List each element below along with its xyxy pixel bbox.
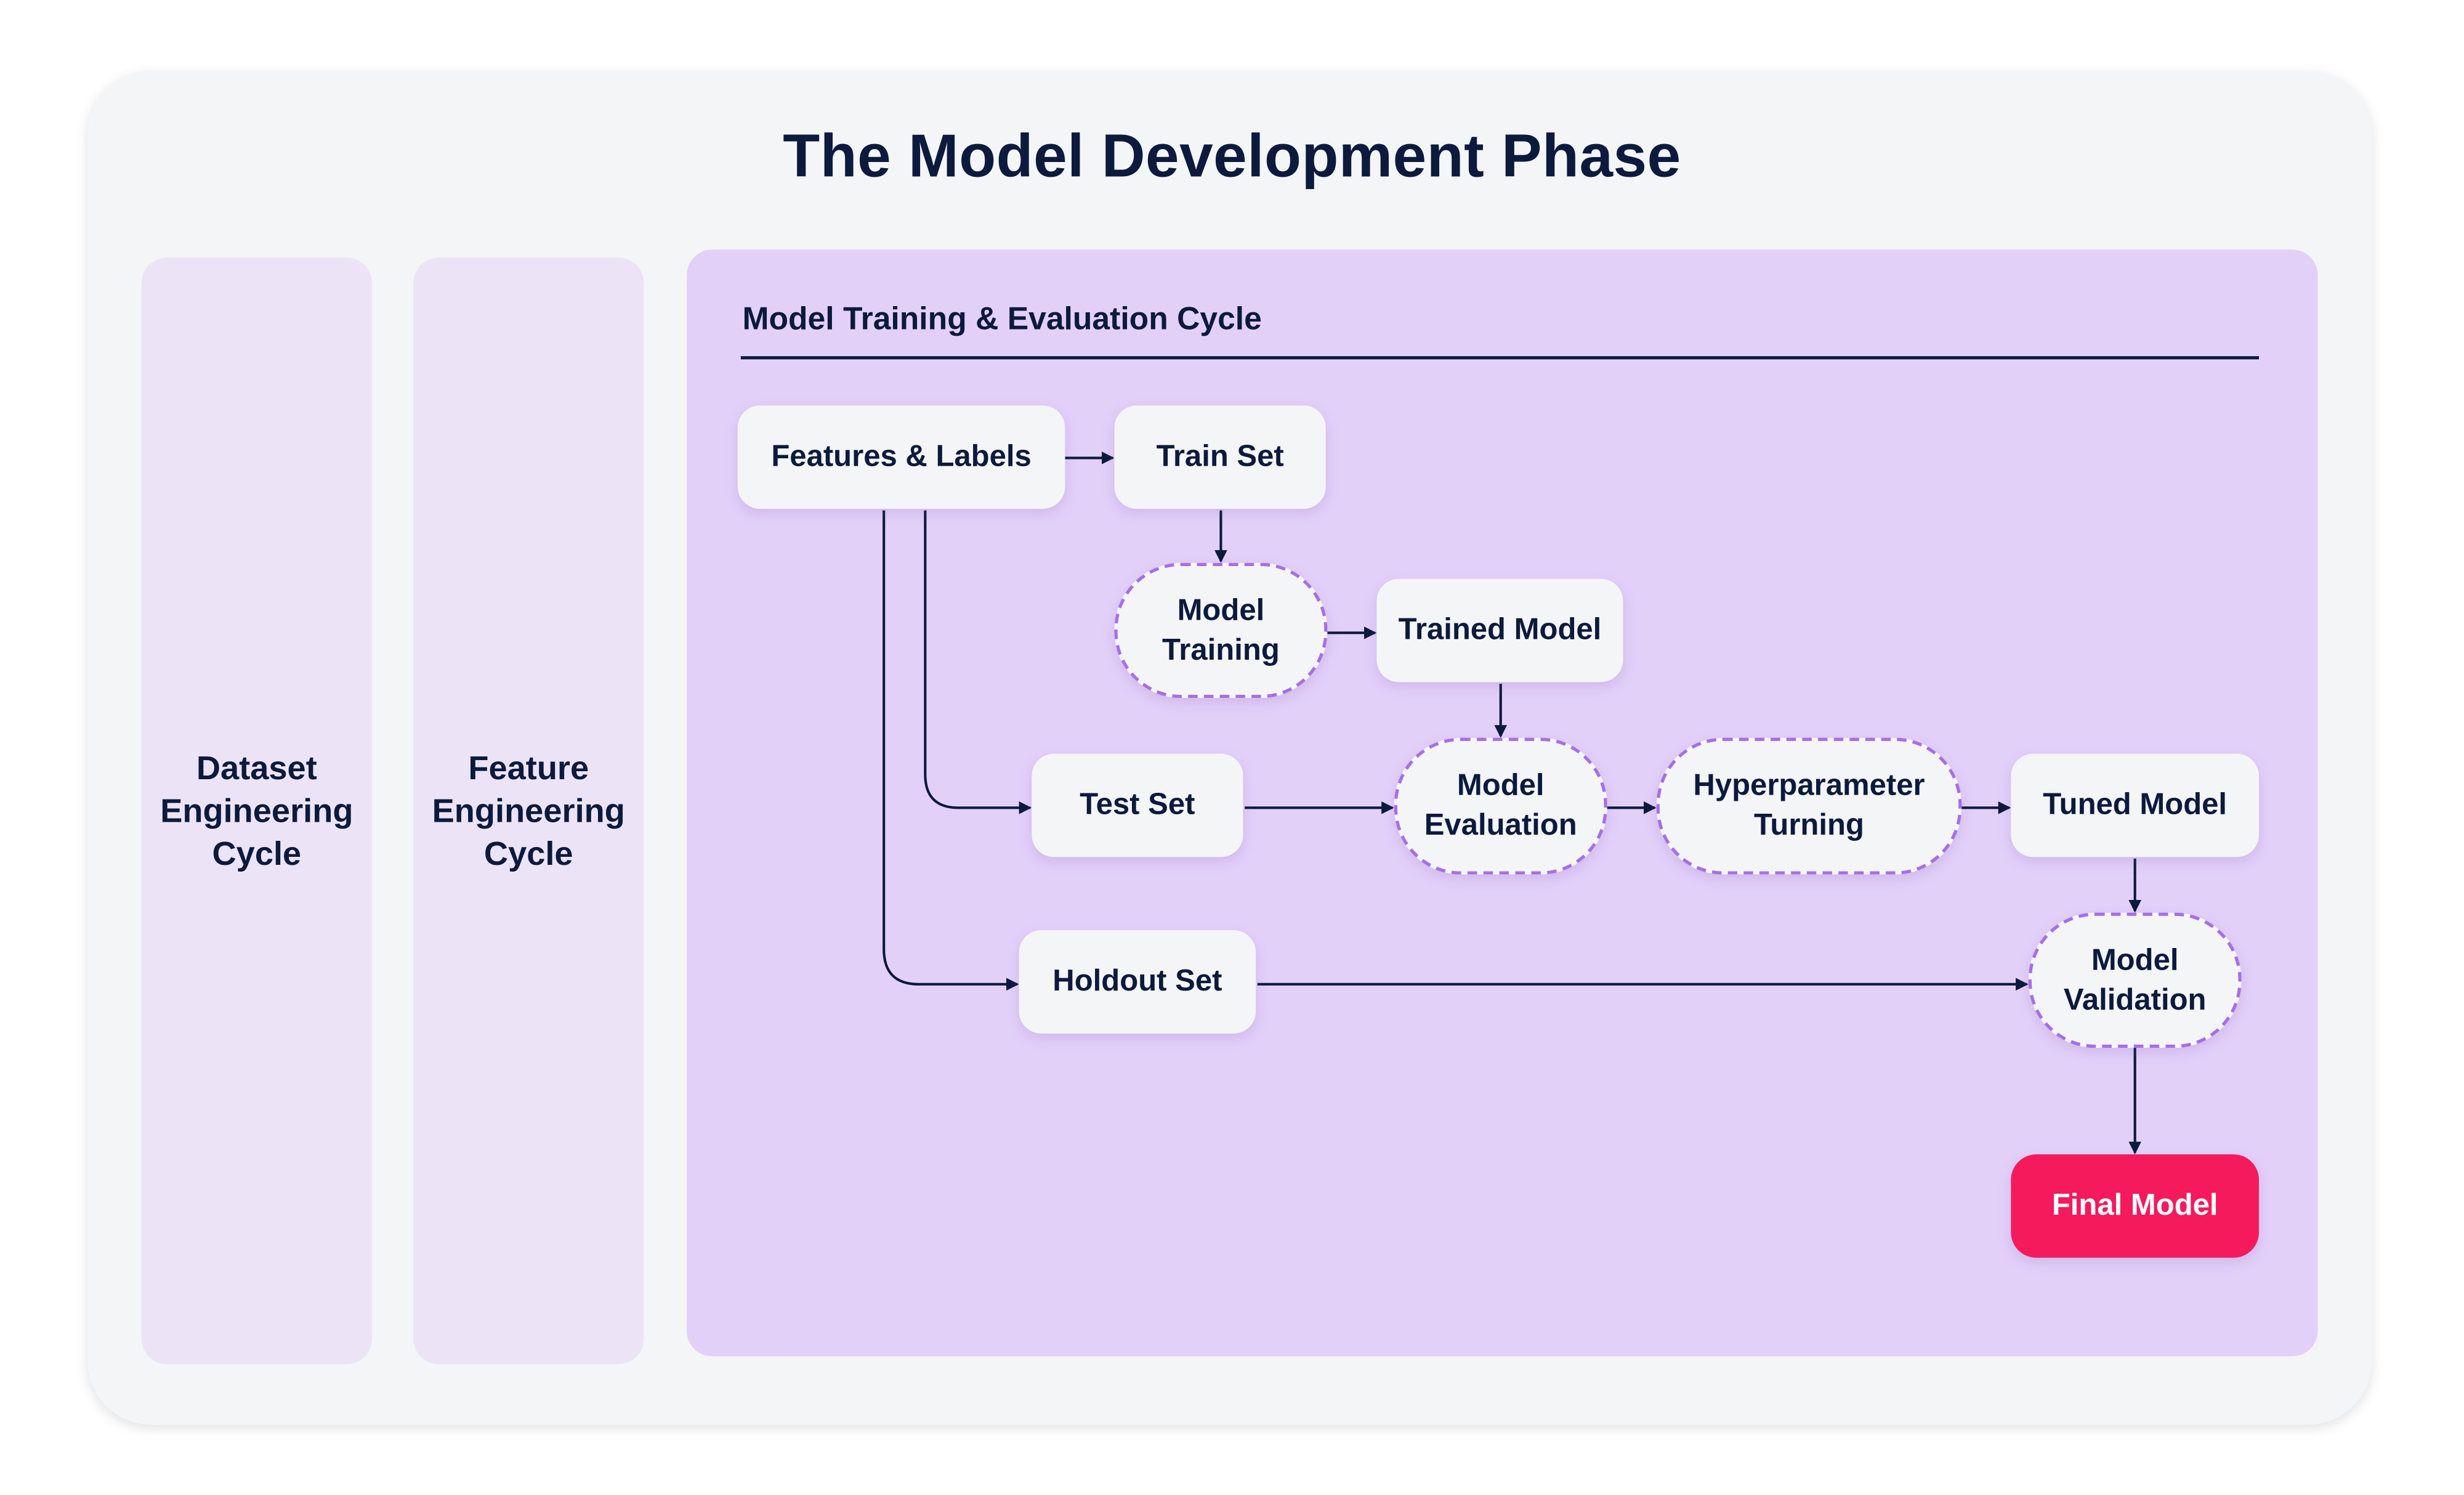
page-title: The Model Development Phase [783,124,1681,191]
arrow-features-to-test [924,510,1032,814]
node-model-evaluation: Model Evaluation [1394,737,1607,875]
node-final-model: Final Model [2011,1154,2260,1258]
node-tuned-model: Tuned Model [2011,753,2260,857]
node-model-validation: Model Validation [2028,912,2242,1048]
arrow-features-to-holdout [883,510,1019,991]
node-holdout-set: Holdout Set [1019,930,1256,1034]
node-model-training: Model Training [1114,562,1328,699]
node-features-labels: Features & Labels [737,405,1065,509]
dataset-engineering-cycle: Dataset Engineering Cycle [141,257,373,1364]
node-hyperparameter-turning: Hyperparameter Turning [1656,737,1962,875]
node-trained-model: Trained Model [1376,578,1623,683]
feature-engineering-cycle: Feature Engineering Cycle [413,257,644,1364]
panel-title: Model Training & Evaluation Cycle [742,302,1262,338]
node-test-set: Test Set [1032,753,1243,857]
panel-divider [740,356,2260,360]
node-train-set: Train Set [1114,405,1326,509]
